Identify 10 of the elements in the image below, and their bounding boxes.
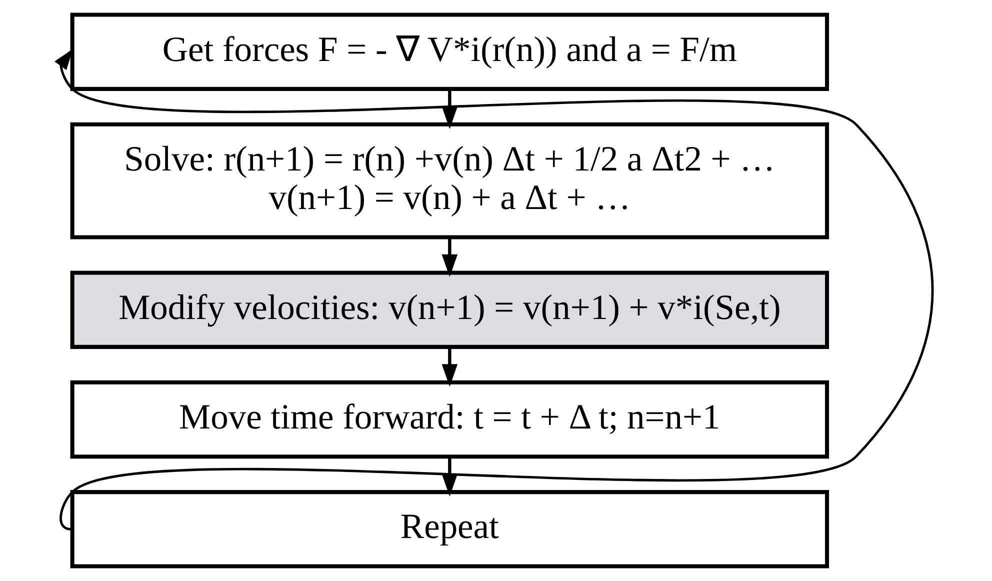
arrow <box>441 238 458 278</box>
node-box: Repeat <box>70 490 829 568</box>
arrow <box>441 89 458 130</box>
arrow <box>441 457 458 496</box>
node-box: Move time forward: t = t + Δ t; n=n+1 <box>70 380 829 459</box>
node-box: Modify velocities: v(n+1) = v(n+1) + v*i(Se,t) <box>70 270 829 349</box>
arrow <box>441 348 458 387</box>
node-box: Get forces F = - ∇ V*i(r(n)) and a = F/m <box>70 12 829 91</box>
node-box: Solve: r(n+1) = r(n) +v(n) Δt + 1/2 a Δt2 + … v(n+1) = v(n) + a Δt + … <box>70 122 829 240</box>
arrow <box>54 48 934 530</box>
